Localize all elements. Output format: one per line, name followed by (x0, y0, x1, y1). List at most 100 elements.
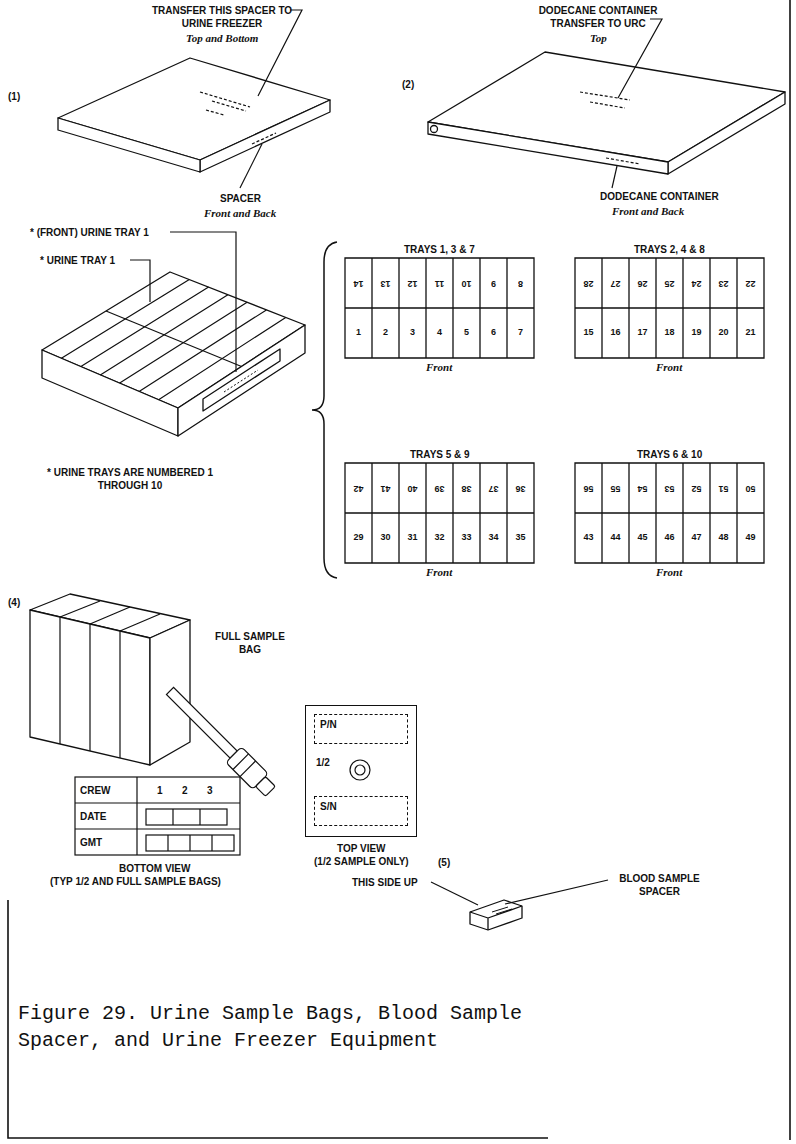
callout-label: CREW (80, 784, 111, 797)
callout-label: GMT (80, 836, 102, 849)
callout-label: TRAYS 1, 3 & 7 (404, 243, 475, 256)
callout-label: TRAYS 2, 4 & 8 (634, 243, 705, 256)
face-note: Top and Bottom (186, 31, 258, 45)
tray-cell-number: 51 (710, 463, 737, 513)
callout-label: TRAYS 5 & 9 (410, 448, 470, 461)
callout-number: (5) (438, 856, 450, 869)
callout-label: TOP VIEW (337, 842, 386, 855)
callout-label: (1/2 SAMPLE ONLY) (314, 855, 409, 868)
top-view-panel: 1/2 P/N S/N (305, 705, 417, 837)
tray-cell-number: 37 (480, 463, 507, 513)
tray-cell-number: 6 (480, 308, 507, 358)
callout-label: 1 (157, 784, 163, 797)
callout-label: DATE (80, 810, 106, 823)
tray-cell-number: 24 (683, 258, 710, 308)
tray-cell-number: 20 (710, 308, 737, 358)
tray-cell-number: 32 (426, 513, 453, 563)
tray-cell-number: 23 (710, 258, 737, 308)
tray-cell-number: 11 (426, 258, 453, 308)
tray-cell-number: 39 (426, 463, 453, 513)
face-note: Front (656, 565, 682, 579)
tray-cell-number: 26 (629, 258, 656, 308)
tray-cell-number: 17 (629, 308, 656, 358)
node-text: S/N (320, 800, 337, 813)
tray-cell-number: 28 (575, 258, 602, 308)
tray-cell-number: 1 (345, 308, 372, 358)
callout-number: (1) (8, 90, 20, 103)
tray-cell-number: 9 (480, 258, 507, 308)
tray-cell-number: 30 (372, 513, 399, 563)
callout-label: DODECANE CONTAINER (600, 190, 719, 203)
tray-cell-number: 2 (372, 308, 399, 358)
tray-cell-number: 36 (507, 463, 534, 513)
tray-cell-number: 55 (602, 463, 629, 513)
callout-number: (2) (402, 78, 414, 91)
tray-cell-number: 15 (575, 308, 602, 358)
tray-cell-number: 13 (372, 258, 399, 308)
callout-label: 3 (207, 784, 213, 797)
face-note: Front (426, 360, 452, 374)
tray-cell-number: 29 (345, 513, 372, 563)
tray-cell-number: 10 (453, 258, 480, 308)
tray-cell-number: 5 (453, 308, 480, 358)
tray-cell-number: 41 (372, 463, 399, 513)
node-text: P/N (320, 718, 337, 731)
callout-label: SPACER (220, 192, 261, 205)
tray-cell-number: 45 (629, 513, 656, 563)
tray-cell-number: 56 (575, 463, 602, 513)
tray-cell-number: 33 (453, 513, 480, 563)
tray-cell-number: 18 (656, 308, 683, 358)
tray-cell-number: 50 (737, 463, 764, 513)
tray-cell-number: 54 (629, 463, 656, 513)
number-field-box: S/N (314, 796, 408, 826)
tray-cell-number: 7 (507, 308, 534, 358)
callout-label: * URINE TRAYS ARE NUMBERED 1 THROUGH 10 (35, 466, 225, 492)
tray-cell-number: 12 (399, 258, 426, 308)
face-note: Front and Back (204, 206, 276, 220)
callout-label: 2 (182, 784, 188, 797)
tray-cell-number: 43 (575, 513, 602, 563)
callout-label: THIS SIDE UP (352, 876, 418, 889)
tray-cell-number: 42 (345, 463, 372, 513)
callout-label: TRAYS 6 & 10 (637, 448, 702, 461)
callout-label: FULL SAMPLE BAG (205, 630, 295, 656)
callout-label: BOTTOM VIEW (119, 862, 190, 875)
tray-cell-number: 47 (683, 513, 710, 563)
tray-cell-number: 48 (710, 513, 737, 563)
tray-cell-number: 35 (507, 513, 534, 563)
callout-label: DODECANE CONTAINER TRANSFER TO URC (528, 4, 668, 30)
tray-cell-number: 52 (683, 463, 710, 513)
face-note: Front and Back (612, 204, 684, 218)
tray-cell-number: 27 (602, 258, 629, 308)
figure-caption: Figure 29. Urine Sample Bags, Blood Samp… (18, 1000, 548, 1054)
tray-cell-number: 19 (683, 308, 710, 358)
callout-label: * URINE TRAY 1 (40, 254, 115, 267)
callout-label: BLOOD SAMPLE SPACER (612, 872, 707, 898)
tray-cell-number: 25 (656, 258, 683, 308)
tray-cell-number: 22 (737, 258, 764, 308)
callout-label: * (FRONT) URINE TRAY 1 (30, 226, 149, 239)
tray-cell-number: 4 (426, 308, 453, 358)
face-note: Top (590, 31, 607, 45)
tray-cell-number: 44 (602, 513, 629, 563)
callout-label: (TYP 1/2 AND FULL SAMPLE BAGS) (50, 875, 221, 888)
callout-label: TRANSFER THIS SPACER TO URINE FREEZER (147, 4, 297, 30)
tray-cell-number: 21 (737, 308, 764, 358)
tray-cell-number: 38 (453, 463, 480, 513)
tray-cell-number: 34 (480, 513, 507, 563)
tray-cell-number: 49 (737, 513, 764, 563)
tray-cell-number: 31 (399, 513, 426, 563)
tray-cell-number: 40 (399, 463, 426, 513)
node-text: 1/2 (316, 756, 330, 769)
tray-cell-number: 53 (656, 463, 683, 513)
tray-cell-number: 14 (345, 258, 372, 308)
tray-cell-number: 46 (656, 513, 683, 563)
callout-number: (4) (8, 596, 20, 609)
face-note: Front (656, 360, 682, 374)
tray-cell-number: 16 (602, 308, 629, 358)
face-note: Front (426, 565, 452, 579)
tray-cell-number: 8 (507, 258, 534, 308)
tray-cell-number: 3 (399, 308, 426, 358)
number-field-box: P/N (314, 714, 408, 744)
